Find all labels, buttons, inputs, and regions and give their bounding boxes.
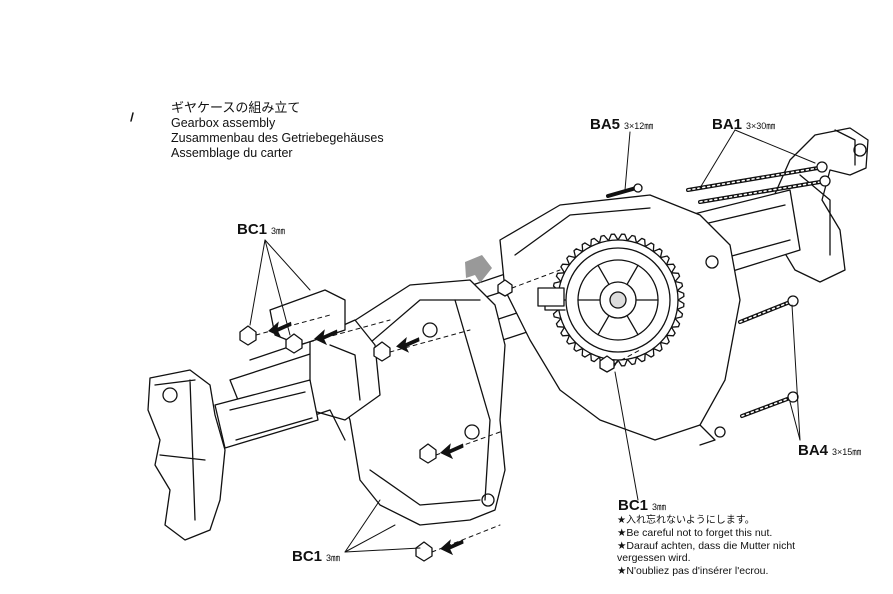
gear-spoke xyxy=(626,314,639,336)
gear-spoke xyxy=(626,264,639,286)
nut-bc1 xyxy=(239,279,615,562)
label-bc1-bottom-size: 3㎜ xyxy=(326,553,341,563)
spur-gear xyxy=(537,233,685,367)
label-ba4-code: BA4 xyxy=(798,442,829,459)
title-english: Gearbox assembly xyxy=(171,116,276,130)
label-ba5-code: BA5 xyxy=(590,116,621,133)
label-bc1-bottom-code: BC1 xyxy=(292,548,323,565)
screw-ba4-lower xyxy=(740,391,799,418)
label-ba1-size: 3×30㎜ xyxy=(746,121,776,131)
label-ba4-size: 3×15㎜ xyxy=(832,447,862,457)
label-ba1-code: BA1 xyxy=(712,116,743,133)
title-japanese: ギヤケースの組み立て xyxy=(171,101,301,116)
note-japanese: ★入れ忘れないようにします。 xyxy=(617,515,755,526)
screw-ba1-lower xyxy=(698,175,831,204)
label-bc1-top-size: 3㎜ xyxy=(271,226,286,236)
label-bc1-top-code: BC1 xyxy=(237,221,268,238)
label-bc1-right-size: 3㎜ xyxy=(652,502,667,512)
nut-reminder-note: ★入れ忘れないようにします。 ★Be careful not to forget… xyxy=(617,515,795,577)
left-knuckle xyxy=(147,369,226,541)
front-gear-case xyxy=(334,279,506,526)
note-english: ★Be careful not to forget this nut. xyxy=(617,527,773,540)
note-french: ★N'oubliez pas d'insérer l'ecrou. xyxy=(617,564,769,577)
gear-spoke xyxy=(597,314,610,336)
label-ba5-size: 3×12㎜ xyxy=(624,121,654,131)
title-german: Zusammenbau des Getriebegehäuses xyxy=(171,131,384,145)
screw-ba5 xyxy=(606,183,643,198)
title-block: ギヤケースの組み立て Gearbox assembly Zusammenbau … xyxy=(171,101,384,161)
screw-ba1-upper xyxy=(686,161,828,192)
screw-ba4-upper xyxy=(738,295,799,324)
note-german-line1: ★Darauf achten, dass die Mutter nicht xyxy=(617,539,796,552)
title-french: Assemblage du carter xyxy=(171,146,293,160)
label-bc1-right-code: BC1 xyxy=(618,497,649,514)
gear-spoke xyxy=(597,264,610,286)
note-german-line2: vergessen wird. xyxy=(617,552,691,565)
